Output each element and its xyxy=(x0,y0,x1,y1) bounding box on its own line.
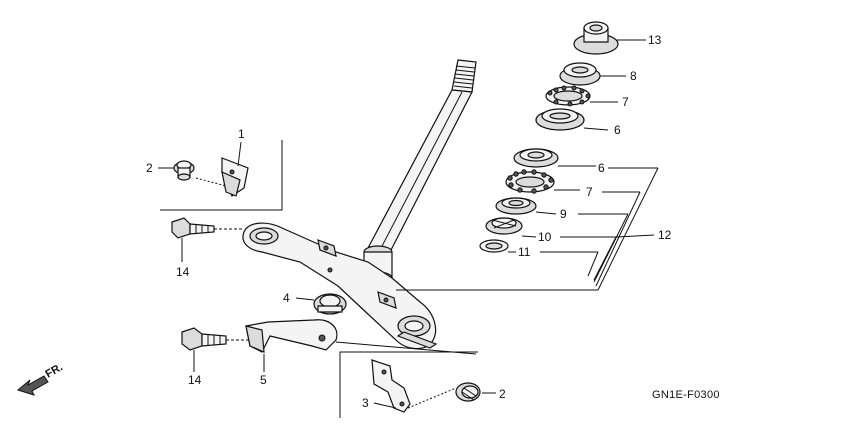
front-direction-arrow-icon xyxy=(16,375,49,396)
part-10-seal xyxy=(485,217,537,238)
callout-7-upper: 7 xyxy=(622,95,629,109)
part-9-race xyxy=(495,197,557,215)
part-3-bracket xyxy=(371,359,411,413)
callout-2-lower: 2 xyxy=(499,387,506,401)
callout-4: 4 xyxy=(283,291,290,305)
callout-13: 13 xyxy=(648,33,662,47)
part-14-bolt-upper xyxy=(171,217,244,262)
callout-10: 10 xyxy=(538,230,552,244)
part-1-bracket xyxy=(221,157,249,197)
part-5-bracket xyxy=(245,319,477,372)
part-13-nut xyxy=(573,21,646,55)
front-marker-label: FR. xyxy=(44,361,65,380)
lower-triple-clamp xyxy=(242,222,438,350)
callout-1: 1 xyxy=(238,127,245,141)
part-4-grommet xyxy=(295,293,347,315)
part-7-bearing-upper xyxy=(545,85,618,107)
callout-14-upper: 14 xyxy=(176,265,190,279)
part-11-washer xyxy=(479,239,516,253)
part-8-race xyxy=(559,62,626,86)
steering-stem xyxy=(363,59,477,285)
part-7-bearing-lower xyxy=(505,169,580,194)
callout-5: 5 xyxy=(260,373,267,387)
part-14-bolt-lower xyxy=(181,327,250,372)
drawing-code: GN1E-F0300 xyxy=(652,389,720,401)
callout-6-lower: 6 xyxy=(598,161,605,175)
part-6-race-lower xyxy=(513,148,596,168)
callout-8: 8 xyxy=(630,69,637,83)
part-6-race-upper xyxy=(535,108,609,131)
callout-12: 12 xyxy=(658,228,672,242)
callout-9: 9 xyxy=(560,207,567,221)
inset-bracket-upper xyxy=(158,140,283,211)
callout-2-upper: 2 xyxy=(146,161,153,175)
part-2-grommet-lower xyxy=(455,382,481,402)
callout-6-upper: 6 xyxy=(614,123,621,137)
part-2-grommet-upper xyxy=(173,160,195,181)
callout-14-lower: 14 xyxy=(188,373,202,387)
callout-11: 11 xyxy=(518,245,531,259)
callout-3: 3 xyxy=(362,396,369,410)
callout-7-lower: 7 xyxy=(586,185,593,199)
inset-bracket-lower xyxy=(339,351,496,418)
leader-group-12 xyxy=(396,167,659,291)
